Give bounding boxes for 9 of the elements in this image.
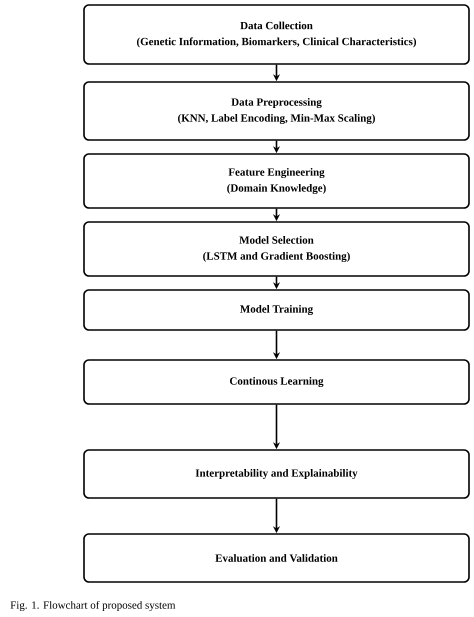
process-box: Feature Engineering (Domain Knowledge) [83, 153, 470, 209]
process-box: Data Preprocessing (KNN, Label Encoding, Min-Max Scaling) [83, 81, 470, 141]
process-box: Model Selection (LSTM and Gradient Boosting) [83, 221, 470, 277]
process-box: Evaluation and Validation [83, 533, 470, 583]
process-box: Data Collection (Genetic Information, Biomarkers, Clinical Characteristics) [83, 4, 470, 65]
process-box: Continous Learning [83, 359, 470, 405]
caption: Fig. 1. Flowchart of proposed system [10, 600, 176, 612]
process-box: Interpretability and Explainability [83, 449, 470, 499]
process-box: Model Training [83, 289, 470, 331]
